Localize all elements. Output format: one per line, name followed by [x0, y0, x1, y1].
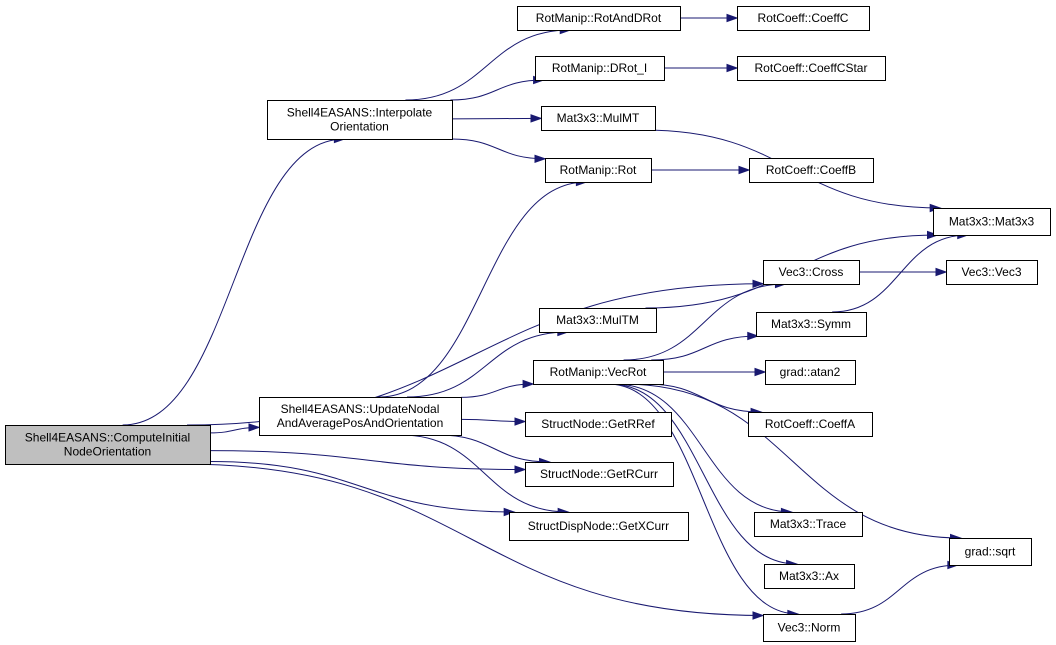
function-node-label: StructNode::GetRCurr: [540, 467, 658, 481]
function-node-multm[interactable]: Mat3x3::MulTM: [539, 308, 657, 333]
function-node-coeffa[interactable]: RotCoeff::CoeffA: [748, 412, 873, 437]
function-node-label: RotManip::DRot_I: [552, 61, 647, 75]
function-node-atan2[interactable]: grad::atan2: [765, 360, 856, 385]
call-edge-update-to-getrref: [460, 417, 527, 426]
call-edge-interp-to-drot: [450, 75, 546, 101]
function-node-coeffc[interactable]: RotCoeff::CoeffC: [737, 6, 870, 31]
function-node-label: Orientation: [330, 120, 389, 134]
function-node-coeffb[interactable]: RotCoeff::CoeffB: [749, 158, 874, 183]
function-node-label: RotCoeff::CoeffA: [765, 417, 855, 431]
function-node-sqrt[interactable]: grad::sqrt: [949, 538, 1032, 566]
call-edge-drot-to-coeffcstar: [664, 63, 739, 73]
function-node-vecrot[interactable]: RotManip::VecRot: [533, 360, 664, 385]
call-edge-root-to-interp: [122, 134, 346, 426]
function-node-label: Shell4EASANS::UpdateNodal: [281, 402, 440, 416]
call-edge-norm-to-sqrt: [841, 560, 960, 615]
call-edge-interp-to-mulmt: [451, 114, 543, 123]
function-node-label: Mat3x3::Symm: [771, 317, 851, 331]
function-node-label: Vec3::Vec3: [961, 265, 1021, 279]
function-node-label: StructNode::GetRRef: [541, 417, 655, 431]
call-edge-vecrot-to-atan2: [663, 367, 767, 377]
function-node-trace[interactable]: Mat3x3::Trace: [754, 512, 863, 537]
function-node-symm[interactable]: Mat3x3::Symm: [756, 312, 867, 337]
function-node-rot[interactable]: RotManip::Rot: [545, 158, 652, 183]
call-edge-root-to-norm: [182, 463, 765, 620]
call-edge-root-to-getxcurr: [209, 461, 516, 517]
function-node-vec3[interactable]: Vec3::Vec3: [946, 260, 1038, 285]
function-node-label: StructDispNode::GetXCurr: [528, 519, 669, 533]
function-node-label: grad::atan2: [780, 365, 841, 379]
function-node-getrref[interactable]: StructNode::GetRRef: [525, 412, 672, 437]
function-node-label: NodeOrientation: [64, 445, 151, 459]
function-node-root[interactable]: Shell4EASANS::ComputeInitialNodeOrientat…: [5, 425, 211, 465]
function-node-rotanddrot[interactable]: RotManip::RotAndDRot: [517, 6, 681, 31]
function-node-label: Shell4EASANS::Interpolate: [287, 106, 433, 120]
function-node-label: Mat3x3::Mat3x3: [949, 215, 1035, 229]
call-edge-interp-to-rot: [451, 138, 547, 163]
call-edge-root-to-getrcurr: [209, 450, 527, 474]
function-node-drot[interactable]: RotManip::DRot_I: [535, 56, 665, 81]
function-node-coeffcstar[interactable]: RotCoeff::CoeffCStar: [737, 56, 886, 81]
call-edge-root-to-update: [209, 423, 261, 434]
function-node-label: RotManip::Rot: [560, 163, 637, 177]
function-node-label: RotCoeff::CoeffB: [766, 163, 856, 177]
function-node-label: RotCoeff::CoeffCStar: [755, 61, 868, 75]
function-node-cross[interactable]: Vec3::Cross: [763, 260, 860, 285]
function-node-label: Vec3::Norm: [778, 621, 841, 635]
call-edge-cross-to-vec3: [859, 267, 948, 277]
function-node-label: grad::sqrt: [965, 545, 1016, 559]
function-node-ax[interactable]: Mat3x3::Ax: [764, 564, 855, 589]
call-edge-vecrot-to-trace: [614, 383, 793, 517]
function-node-mulmt[interactable]: Mat3x3::MulMT: [541, 106, 656, 131]
function-node-update[interactable]: Shell4EASANS::UpdateNodalAndAveragePosAn…: [259, 397, 462, 436]
function-node-label: RotManip::VecRot: [550, 365, 647, 379]
function-node-getrcurr[interactable]: StructNode::GetRCurr: [525, 462, 674, 487]
call-edge-update-to-getrcurr: [438, 434, 552, 467]
call-edge-vecrot-to-symm: [651, 331, 760, 361]
function-node-getxcurr[interactable]: StructDispNode::GetXCurr: [509, 512, 689, 541]
function-node-mat3x3[interactable]: Mat3x3::Mat3x3: [933, 208, 1051, 236]
function-node-label: RotCoeff::CoeffC: [758, 11, 849, 25]
function-node-label: AndAveragePosAndOrientation: [277, 416, 444, 430]
function-nodes: Shell4EASANS::ComputeInitialNodeOrientat…: [5, 6, 1051, 642]
call-edge-rotanddrot-to-coeffc: [680, 13, 739, 23]
function-node-label: Shell4EASANS::ComputeInitial: [25, 431, 190, 445]
function-node-label: Vec3::Cross: [779, 265, 844, 279]
function-node-label: Mat3x3::Ax: [779, 569, 839, 583]
function-node-label: Mat3x3::Trace: [770, 517, 847, 531]
function-node-label: Mat3x3::MulTM: [556, 313, 639, 327]
function-node-label: Mat3x3::MulMT: [557, 111, 640, 125]
function-node-norm[interactable]: Vec3::Norm: [763, 614, 856, 642]
call-edge-update-to-vecrot: [460, 379, 535, 398]
call-edge-rot-to-coeffb: [651, 165, 751, 175]
call-edges: [122, 13, 970, 620]
function-node-label: RotManip::RotAndDRot: [536, 11, 662, 25]
